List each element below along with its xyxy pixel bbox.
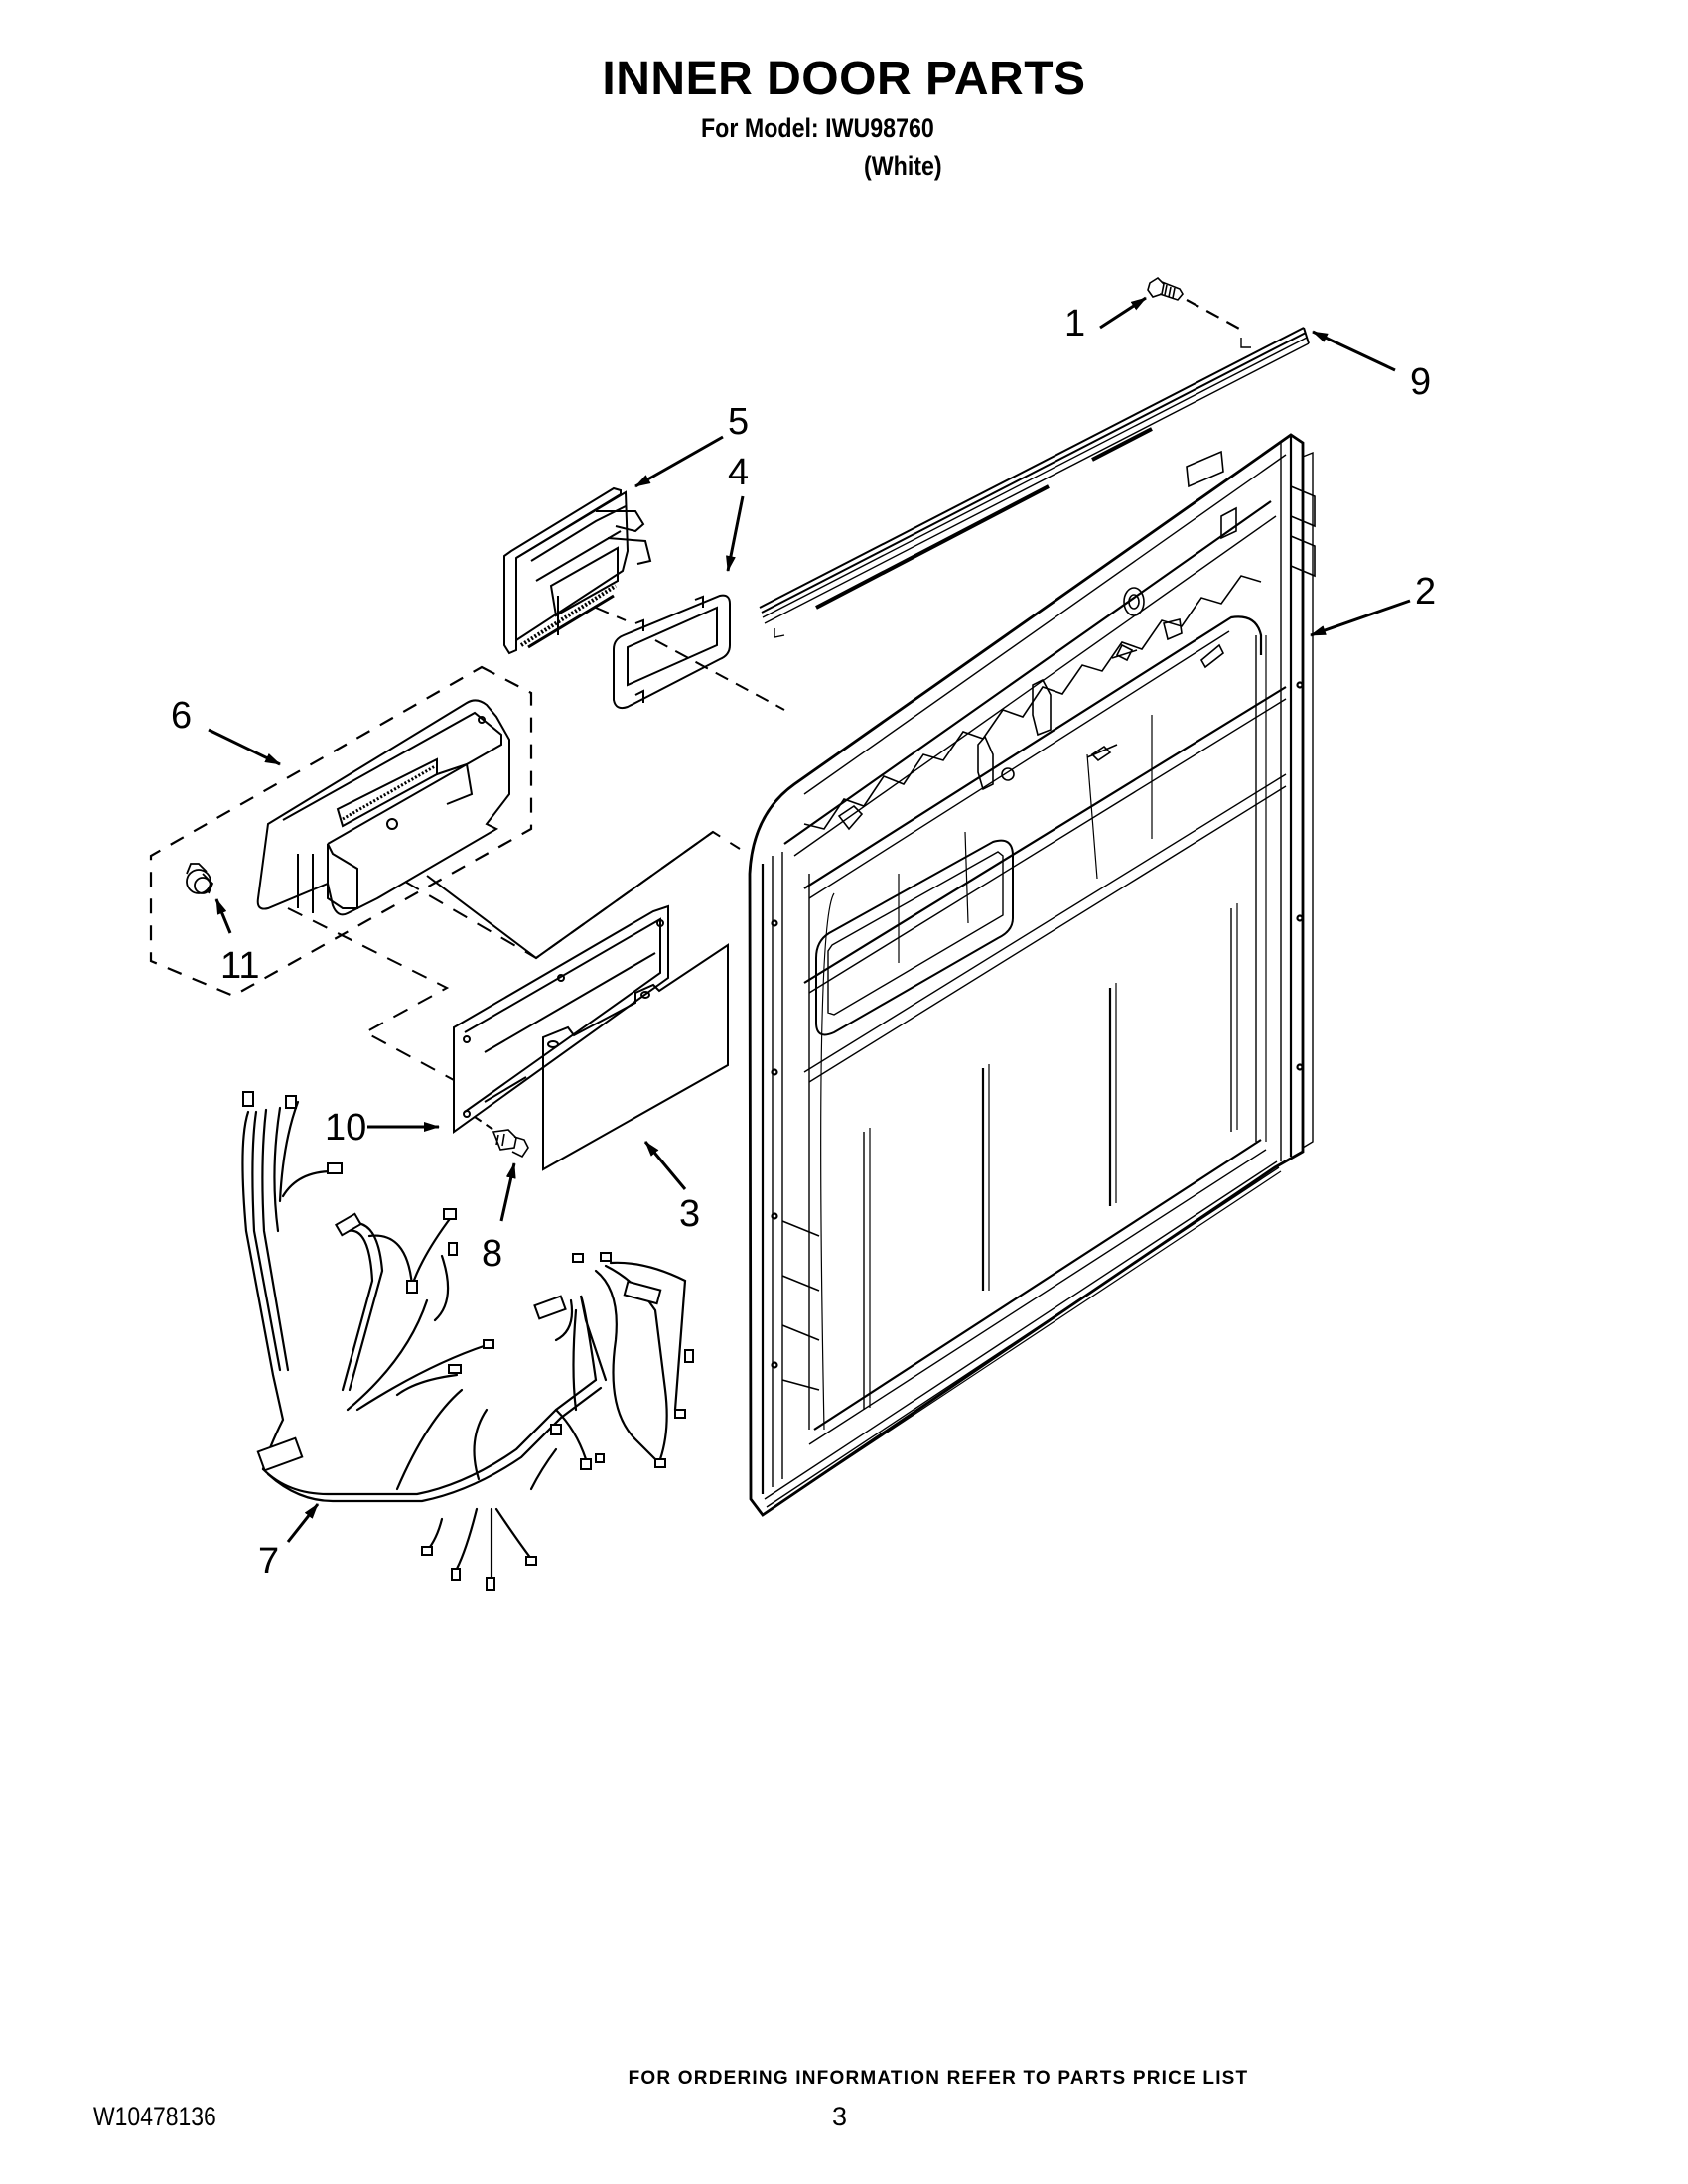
top-screw: [1147, 276, 1184, 301]
callout-9: 9: [1410, 361, 1431, 403]
document-number: W10478136: [93, 2102, 216, 2131]
dispenser-housing: [503, 486, 652, 655]
color-line: (White): [864, 151, 942, 181]
callout-8: 8: [482, 1233, 502, 1275]
callout-leaders: [208, 296, 1411, 1543]
callout-10: 10: [325, 1107, 366, 1149]
assembly-leader-dashed: [287, 830, 741, 1081]
screw-leader-dashed-2: [474, 1116, 497, 1133]
callout-labels: 1 2 3 4 5 6 7 8 9 10 11: [171, 303, 1436, 1582]
page-number: 3: [832, 2102, 848, 2131]
control-gasket: [453, 904, 669, 1134]
callout-7: 7: [258, 1541, 279, 1582]
door-window-frame: [815, 839, 1014, 1036]
callout-4: 4: [728, 452, 749, 493]
vent-rail: [759, 327, 1310, 638]
callout-5: 5: [728, 401, 749, 443]
ordering-note: FOR ORDERING INFORMATION REFER TO PARTS …: [628, 2068, 1249, 2089]
dispenser-plug: [186, 863, 214, 894]
callout-1: 1: [1064, 303, 1085, 344]
screw-leader-dashed: [1186, 299, 1242, 331]
wire-harness: [241, 1100, 687, 1580]
door-top-hardware: [837, 450, 1316, 831]
dispenser-assembly: [256, 699, 510, 916]
harness-connectors: [242, 1091, 694, 1591]
assembly-leader-solid: [426, 831, 714, 960]
model-line: For Model: IWU98760: [701, 113, 934, 143]
page-title: INNER DOOR PARTS: [602, 53, 1086, 105]
callout-11: 11: [220, 945, 259, 987]
callout-3: 3: [679, 1193, 700, 1235]
callout-6: 6: [171, 695, 192, 737]
dispenser-assembly-dashed-box: [149, 665, 533, 998]
callout-2: 2: [1415, 571, 1436, 613]
dispenser-gasket: [613, 594, 731, 710]
control-cover: [542, 943, 729, 1171]
cover-screw: [492, 1129, 529, 1159]
gasket-leader-dashed: [595, 607, 785, 711]
